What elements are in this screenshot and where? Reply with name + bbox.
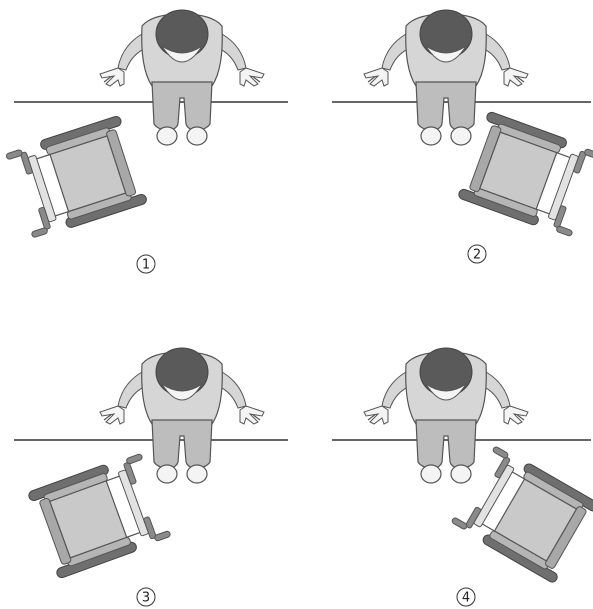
panel-2: 2 [332,10,593,263]
panel-label: 1 [142,258,150,273]
person-topview-icon [100,10,264,145]
panel-label: 3 [142,591,150,606]
panel-4: 4 [332,348,593,606]
wheelchair-topview-icon [457,111,593,238]
panel-label: 2 [473,248,481,263]
panel-label: 4 [462,591,470,606]
wheelchair-topview-icon [5,115,148,240]
person-topview-icon [100,348,264,483]
panel-1: 1 [5,10,288,273]
wheelchair-topview-icon [27,452,171,579]
panel-3: 3 [14,348,288,606]
